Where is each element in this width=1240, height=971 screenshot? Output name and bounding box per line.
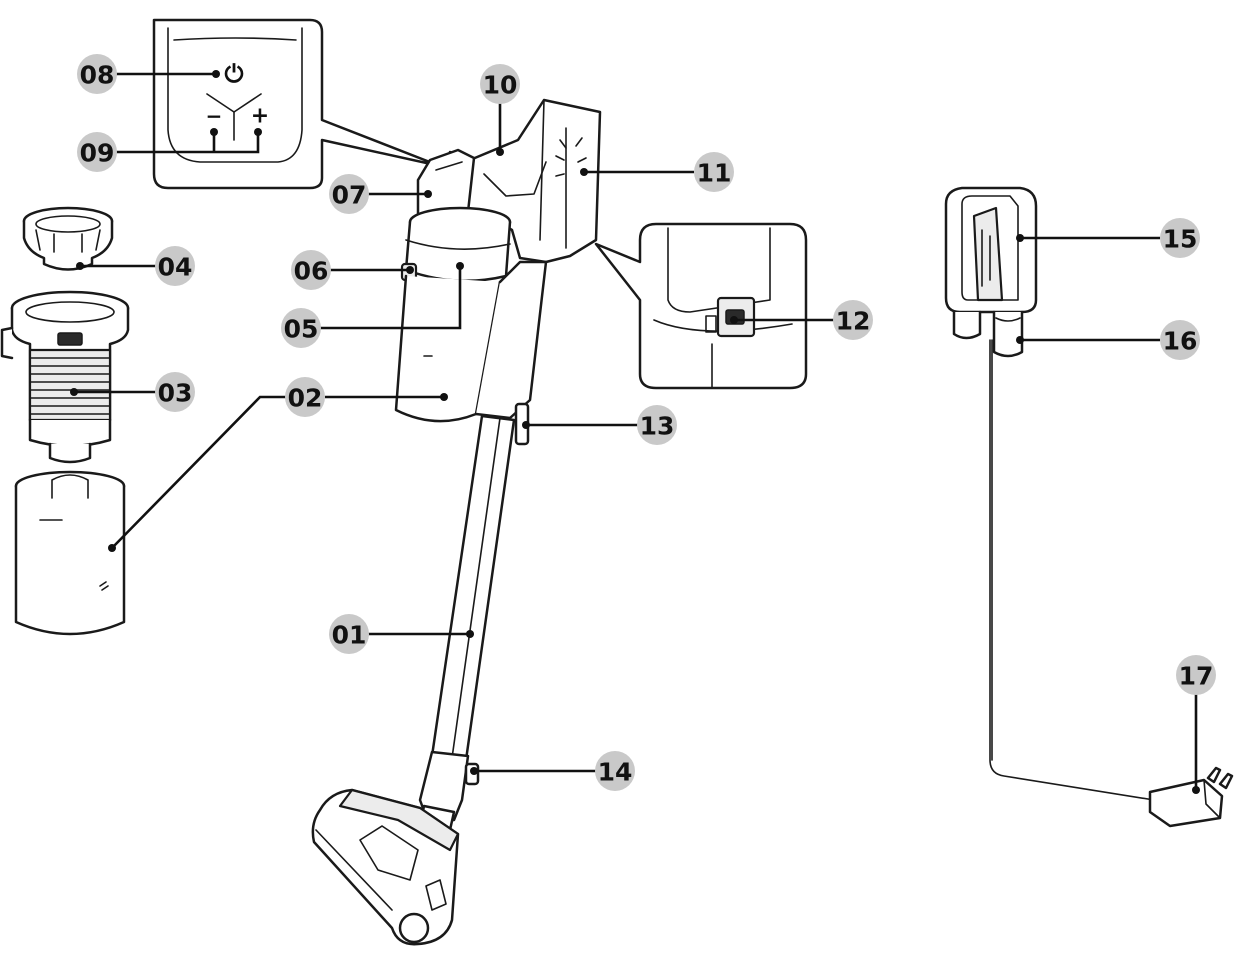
- callout-17-label: 17: [1179, 662, 1214, 691]
- callout-09: 09: [77, 132, 117, 172]
- callout-03: 03: [155, 372, 195, 412]
- callout-03-label: 03: [158, 379, 193, 408]
- callout-13: 13: [637, 405, 677, 445]
- callout-01: 01: [329, 614, 369, 654]
- callout-12-label: 12: [836, 307, 871, 336]
- callout-14-label: 14: [598, 758, 633, 787]
- callout-08: 08: [77, 54, 117, 94]
- callout-11: 11: [694, 152, 734, 192]
- callout-16: 16: [1160, 320, 1200, 360]
- power-icon: ⏻: [225, 60, 244, 88]
- callout-11-label: 11: [697, 159, 732, 188]
- callout-17: 17: [1176, 655, 1216, 695]
- callout-05-label: 05: [284, 315, 319, 344]
- callout-15-label: 15: [1163, 225, 1198, 254]
- callout-06-label: 06: [294, 257, 329, 286]
- callout-01-label: 01: [332, 621, 367, 650]
- callout-02: 02: [285, 377, 325, 417]
- callout-09-label: 09: [80, 139, 115, 168]
- callout-08-label: 08: [80, 61, 115, 90]
- part-filter-cap: [22, 206, 114, 271]
- inset-control-panel: [152, 18, 442, 190]
- callout-04-label: 04: [158, 253, 193, 282]
- callout-07: 07: [329, 174, 369, 214]
- inset-connector: [594, 222, 808, 390]
- callout-06: 06: [291, 250, 331, 290]
- callout-02-label: 02: [288, 384, 323, 413]
- callout-14: 14: [595, 751, 635, 791]
- callout-13-label: 13: [640, 412, 675, 441]
- part-cyclone-filter: [0, 290, 130, 464]
- part-vacuum-body: [394, 98, 602, 446]
- minus-icon: −: [206, 104, 223, 128]
- leader-lines: [70, 70, 1200, 794]
- callout-10-label: 10: [483, 71, 518, 100]
- callout-10: 10: [480, 64, 520, 104]
- part-dust-container-detached: [14, 470, 126, 636]
- callout-05: 05: [281, 308, 321, 348]
- callout-04: 04: [155, 246, 195, 286]
- callout-15: 15: [1160, 218, 1200, 258]
- plus-icon: +: [251, 104, 269, 129]
- callout-16-label: 16: [1163, 327, 1198, 356]
- callout-12: 12: [833, 300, 873, 340]
- callout-07-label: 07: [332, 181, 367, 210]
- part-floor-head: [311, 750, 480, 946]
- part-tube: [430, 414, 516, 762]
- part-charger-cable: [989, 339, 1234, 828]
- part-wall-holder: [944, 186, 1038, 358]
